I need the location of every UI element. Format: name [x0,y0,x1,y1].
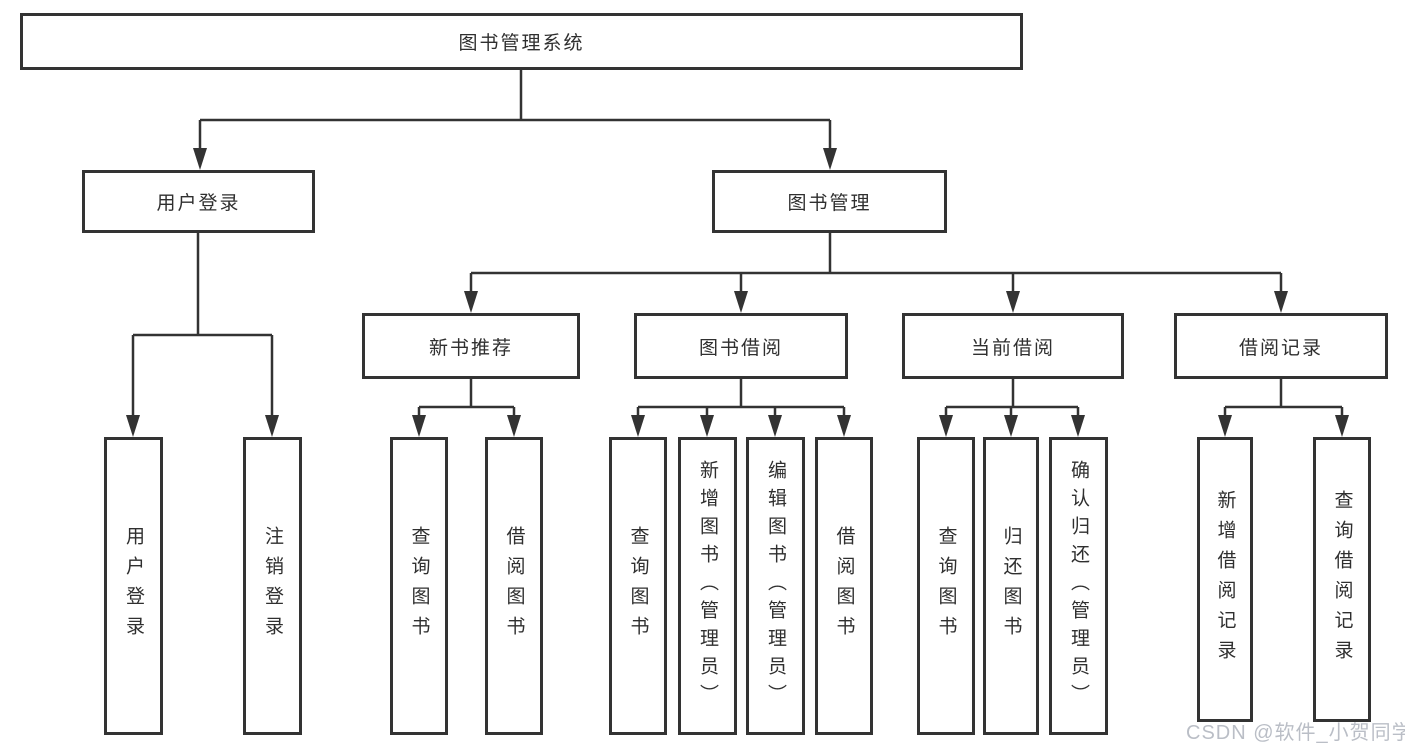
node-confirm-return-admin: 确认归还（管理员） [1049,437,1108,735]
node-book-management: 图书管理 [712,170,947,233]
node-current-borrowing: 当前借阅 [902,313,1124,379]
node-return-books: 归还图书 [983,437,1039,735]
node-add-borrow-record: 新增借阅记录 [1197,437,1253,722]
node-new-book-recommend: 新书推荐 [362,313,580,379]
node-edit-books-admin: 编辑图书（管理员） [746,437,805,735]
node-query-books-recommend: 查询图书 [390,437,448,735]
node-borrowing-records: 借阅记录 [1174,313,1388,379]
node-logout: 注销登录 [243,437,302,735]
node-query-borrow-record: 查询借阅记录 [1313,437,1371,722]
csdn-watermark: CSDN @软件_小贺同学 [1186,722,1405,744]
node-user-login: 用户登录 [82,170,315,233]
node-borrow-books-recommend: 借阅图书 [485,437,543,735]
node-query-books-borrowing: 查询图书 [609,437,667,735]
node-book-borrowing: 图书借阅 [634,313,848,379]
node-add-books-admin: 新增图书（管理员） [678,437,737,735]
node-borrow-books: 借阅图书 [815,437,873,735]
node-login: 用户登录 [104,437,163,735]
node-root: 图书管理系统 [20,13,1023,70]
node-query-books-current: 查询图书 [917,437,975,735]
